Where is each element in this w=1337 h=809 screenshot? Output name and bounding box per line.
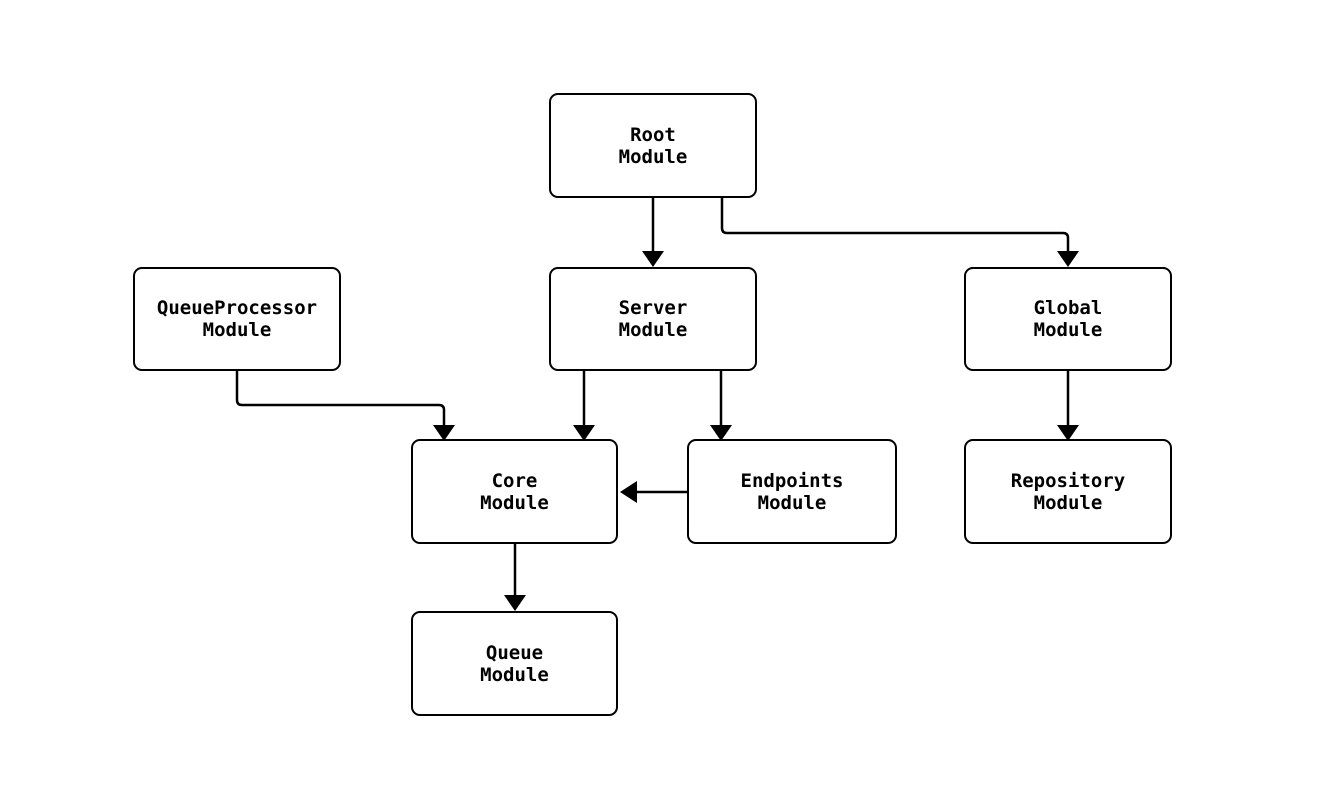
node-queueprocessor-module-label: QueueProcessor Module bbox=[156, 297, 318, 341]
edge-root-to-global bbox=[720, 198, 1079, 267]
node-queue-module-label: Queue Module bbox=[480, 641, 549, 686]
edge-core-to-queue bbox=[504, 544, 526, 611]
node-root-module: Root Module bbox=[549, 93, 757, 198]
node-core-module-label: Core Module bbox=[480, 469, 549, 514]
node-queue-module: Queue Module bbox=[411, 611, 618, 716]
node-server-module: Server Module bbox=[549, 267, 757, 371]
edge-root-to-server bbox=[642, 198, 664, 267]
edge-server-to-endpoints bbox=[710, 371, 732, 441]
node-queueprocessor-module: QueueProcessor Module bbox=[133, 267, 341, 371]
edge-queueprocessor-to-core bbox=[235, 371, 455, 441]
node-server-module-label: Server Module bbox=[618, 297, 688, 341]
edge-endpoints-to-core bbox=[620, 481, 687, 503]
node-repository-module: Repository Module bbox=[964, 439, 1172, 544]
node-repository-module-label: Repository Module bbox=[1010, 469, 1126, 514]
node-core-module: Core Module bbox=[411, 439, 618, 544]
edge-global-to-repository bbox=[1057, 371, 1079, 441]
node-endpoints-module-label: Endpoints Module bbox=[740, 469, 844, 514]
node-endpoints-module: Endpoints Module bbox=[687, 439, 897, 544]
node-root-module-label: Root Module bbox=[618, 123, 688, 168]
edge-server-to-core bbox=[573, 371, 595, 441]
node-global-module: Global Module bbox=[964, 267, 1172, 371]
node-global-module-label: Global Module bbox=[1033, 297, 1103, 341]
